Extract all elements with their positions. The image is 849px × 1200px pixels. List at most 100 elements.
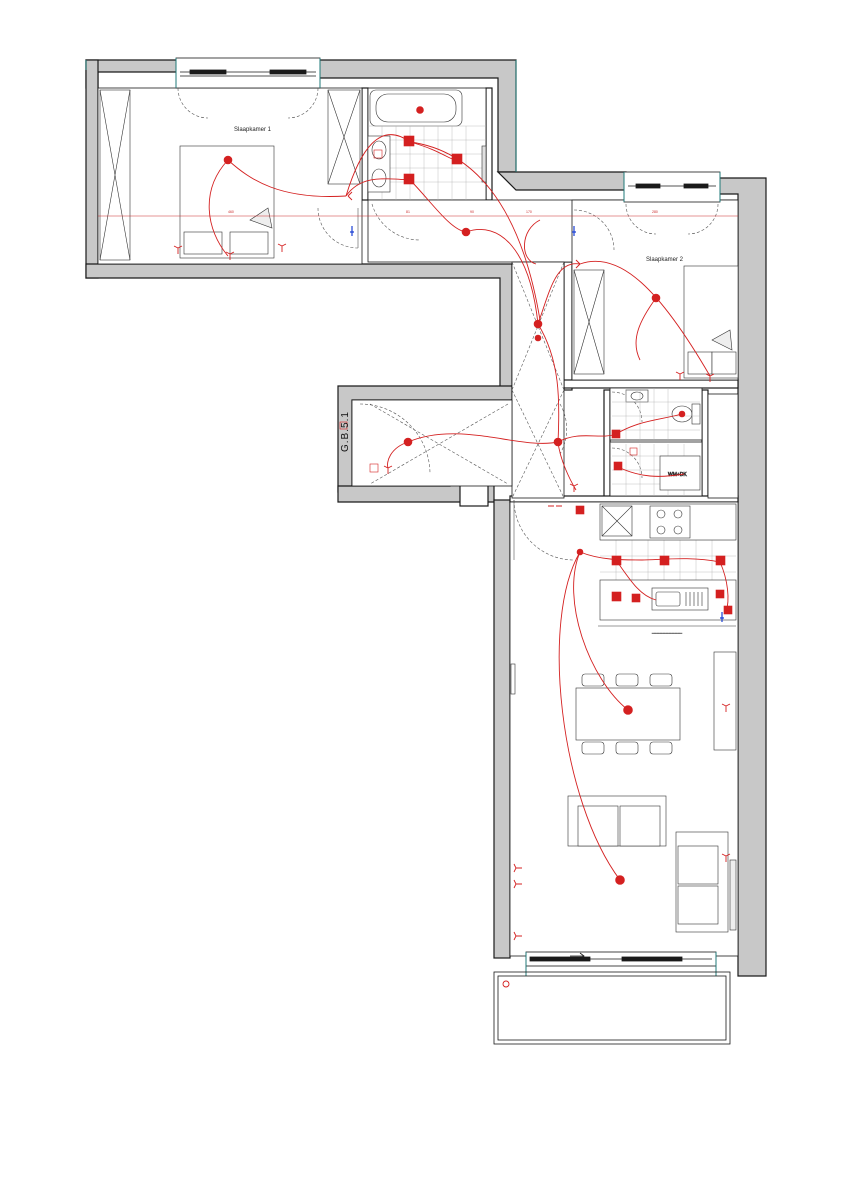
kitchen-note: —————————— (652, 631, 682, 635)
socket-icon (723, 605, 733, 615)
wall-wc-left (603, 389, 611, 499)
wc-tiles (612, 388, 700, 440)
ceiling-light-icon (534, 334, 542, 342)
wall-bath-right (485, 87, 493, 201)
socket-icon (339, 421, 348, 430)
balcony (493, 971, 731, 1045)
door-swing-hall (559, 403, 567, 455)
socket-icon (659, 555, 670, 566)
wall-bedroom1-top (85, 59, 179, 89)
wardrobe-bedroom1-right (327, 89, 361, 185)
room-label-bedroom2: Slaapkamer 2 (646, 257, 684, 263)
sink-icon (651, 587, 709, 611)
switch-icon (173, 245, 183, 254)
switch-icon (277, 243, 287, 252)
socket-icon (715, 589, 725, 599)
wall-bedroom1-left (85, 59, 99, 279)
door-handle (510, 663, 516, 695)
switch-icon (513, 879, 522, 889)
socket-icon (373, 149, 383, 159)
socket-icon (451, 153, 463, 165)
door-swing-wc (611, 391, 643, 423)
tv-unit (729, 859, 737, 931)
door-swing-small-room (359, 403, 431, 475)
bed-icon (179, 145, 275, 259)
wall-bedroom1-bottom (85, 263, 513, 393)
door-swing-bathroom (371, 203, 421, 241)
bathtub-icon (369, 89, 463, 127)
switch-icon (721, 703, 731, 712)
socket-icon (613, 461, 623, 471)
ceiling-light-icon (416, 106, 424, 114)
floor-hall-vert (511, 261, 565, 499)
wardrobes (99, 89, 737, 751)
socket-icon (403, 173, 415, 185)
wardrobe-bedroom2 (573, 269, 605, 375)
wardrobe-bedroom1-left (99, 89, 131, 261)
ceiling-light-icon (615, 875, 625, 885)
sink-icon (625, 389, 649, 403)
balcony-outline (493, 971, 731, 1045)
ceiling-light-icon (651, 293, 661, 303)
ceiling-light-icon (403, 437, 413, 447)
door-swing-bedroom1 (317, 207, 359, 249)
shower-glass (481, 145, 487, 183)
ceiling-light-icon (553, 437, 563, 447)
wall-step-top (496, 171, 627, 191)
dim-bath-a: 81 (406, 210, 410, 214)
electrical-symbols (223, 106, 733, 885)
doors (177, 87, 719, 561)
washing-machine (659, 455, 701, 491)
dim-bath-b: 90 (470, 210, 474, 214)
switch-icon (675, 371, 685, 380)
armchair-icon (675, 831, 729, 933)
wall-living-left (493, 499, 511, 959)
ceiling-light-icon (223, 155, 233, 165)
bed-icon (683, 265, 739, 379)
room-label-bedroom1: Slaapkamer 1 (234, 127, 272, 133)
dim-bedroom2: 280 (652, 210, 658, 214)
unit-code-label: G.B.5.1 (340, 411, 351, 452)
ceiling-light-icon (678, 410, 686, 418)
switch-icon (569, 483, 579, 492)
windows (175, 57, 721, 967)
door-swing-utility (611, 447, 643, 479)
wall-bed2-left (563, 261, 573, 391)
wall-utility-right (701, 389, 709, 499)
socket-icon (403, 135, 415, 147)
floor-small-room (351, 399, 513, 487)
socket-icon (611, 591, 622, 602)
socket-icon (631, 593, 641, 603)
ceiling-light-icon (533, 319, 543, 329)
switch-icon (225, 251, 235, 260)
water-symbols (350, 226, 724, 622)
sofa-icon (567, 795, 667, 847)
switch-icon (721, 853, 731, 862)
dim-bedroom1: 460 (228, 210, 234, 214)
socket-icon (715, 555, 726, 566)
ceiling-light-icon (461, 227, 471, 237)
stove-icon (649, 505, 691, 539)
switch-icon (705, 373, 715, 382)
socket-icon (575, 505, 585, 515)
socket-icon (629, 447, 638, 456)
switch-icon (383, 465, 393, 474)
wall-bath-left (361, 87, 369, 201)
dim-hall: 170 (526, 210, 532, 214)
door-swing-living (513, 499, 575, 561)
ceiling-light-icon (576, 548, 584, 556)
switch-icon (513, 931, 522, 941)
wardrobe-living (713, 651, 737, 751)
door-swing-bedroom2 (573, 209, 615, 251)
wall-bed2-bottom (563, 379, 739, 389)
floor-storage (707, 393, 739, 499)
socket-icon (611, 429, 621, 439)
furniture: WM+DK —————————— (179, 89, 739, 933)
ceiling-light-icon (623, 705, 633, 715)
socket-icon (611, 555, 622, 566)
electrical-wiring (208, 134, 729, 881)
switch-icon (513, 863, 522, 873)
outlet-symbols (173, 191, 731, 988)
socket-icon (369, 463, 379, 473)
